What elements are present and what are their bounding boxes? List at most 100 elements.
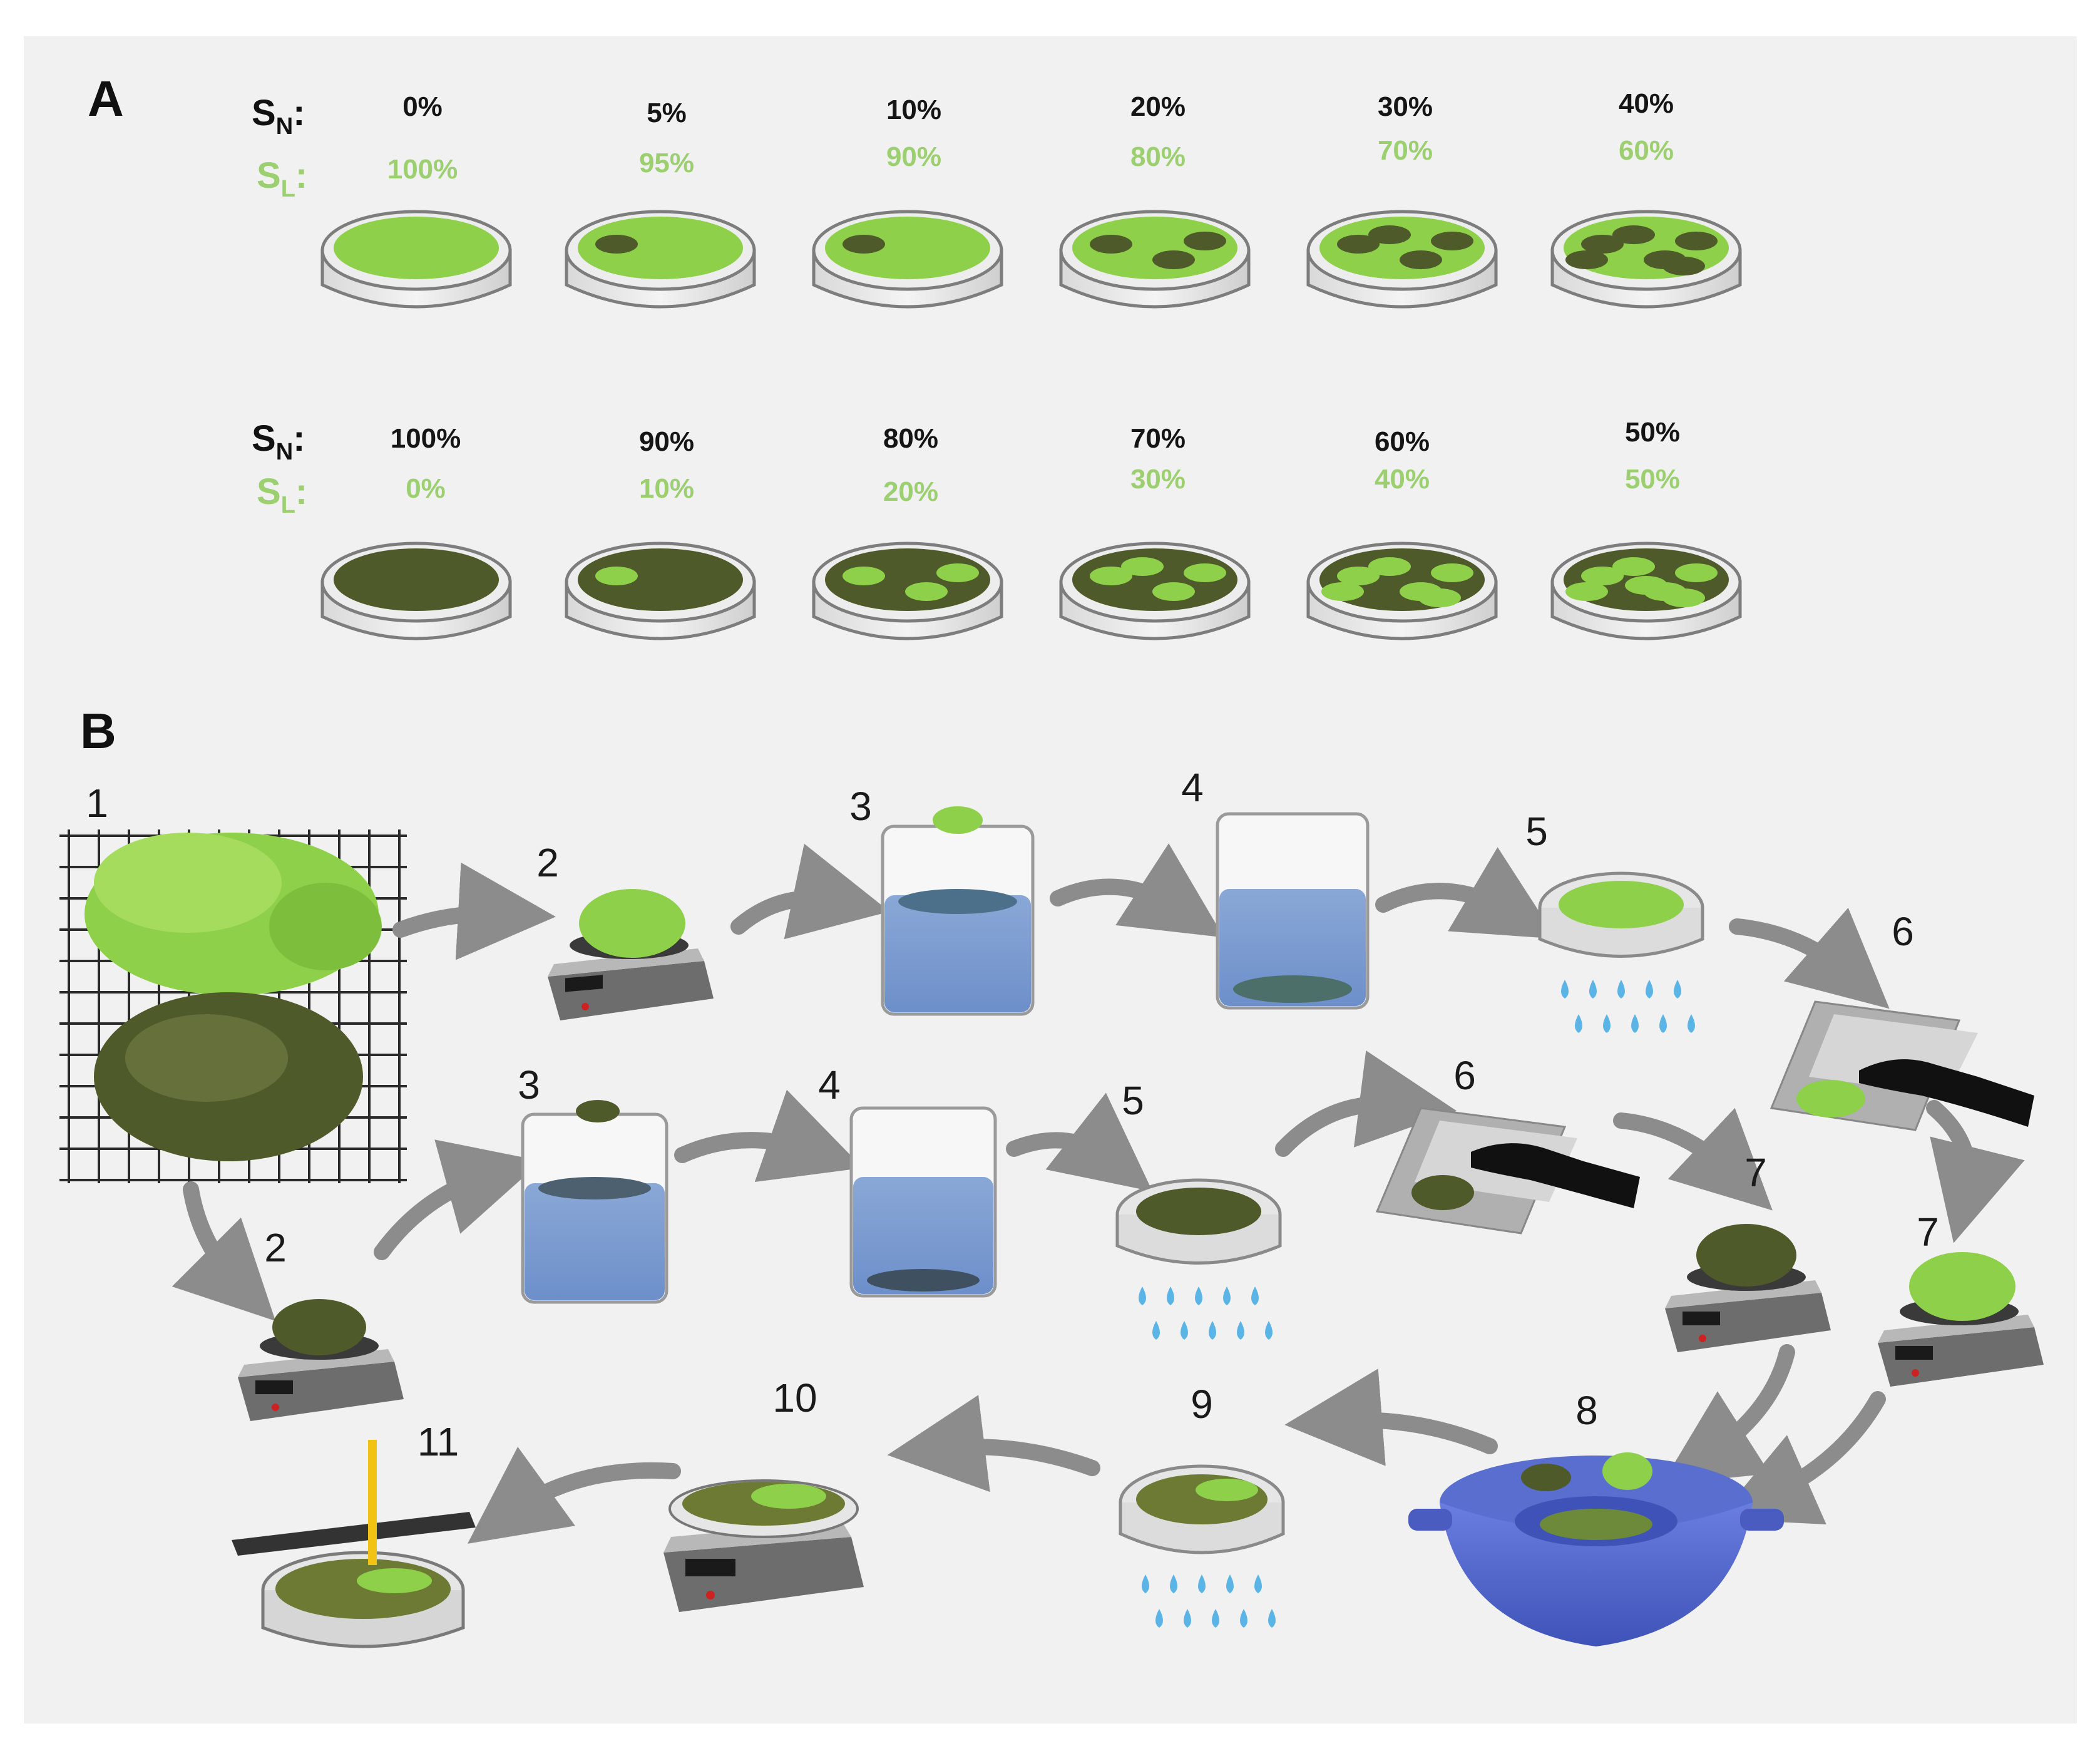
water-icon <box>1219 889 1366 1006</box>
panel-a-label: A <box>88 71 124 126</box>
sn-sub: N <box>276 439 293 465</box>
petri-dish <box>812 542 1003 640</box>
bowl-icon <box>1440 1502 1753 1646</box>
water-drop-icon <box>1209 1321 1216 1340</box>
water-drop-icon <box>1646 980 1653 999</box>
sl-value: 100% <box>387 154 458 185</box>
sn-value: 20% <box>1130 91 1186 122</box>
water-drop-icon <box>1589 980 1597 999</box>
water-drop-icon <box>1603 1014 1611 1033</box>
mixed-moss-icon <box>1540 1509 1652 1540</box>
sl-value: 80% <box>1130 141 1186 172</box>
step-number: 7 <box>1744 1150 1767 1195</box>
light-moss-icon <box>1559 881 1684 928</box>
water-drop-icon <box>1617 980 1625 999</box>
petri-dish <box>1306 210 1498 309</box>
dark-moss-patch <box>1431 232 1473 250</box>
sl-value: 95% <box>639 148 694 178</box>
petri-dish <box>1306 542 1498 640</box>
light-moss-patch <box>1152 582 1195 601</box>
water-drop-icon <box>1181 1321 1188 1340</box>
light-moss-icon <box>1909 1252 2015 1321</box>
dark-moss-patch <box>1581 235 1624 254</box>
sl-sub: L <box>281 492 295 518</box>
sn-value: 90% <box>639 426 694 457</box>
scale-body-icon <box>238 1362 404 1421</box>
arrow-2-to-3-bottom <box>374 1139 542 1260</box>
petri-dish <box>320 210 512 309</box>
scale-display-icon <box>255 1380 293 1394</box>
sl-colon: : <box>295 471 307 512</box>
light-moss-icon <box>357 1568 432 1593</box>
sl-value: 10% <box>639 473 694 504</box>
arrow-3-to-4-top <box>1050 843 1224 938</box>
water-drop-icon <box>1254 1574 1262 1593</box>
water-drop-icon <box>1240 1609 1247 1628</box>
water-drop-icon <box>1198 1574 1206 1593</box>
dark-moss-patch <box>1337 235 1380 254</box>
mixed-moss-icon <box>275 1559 451 1619</box>
sn-sub: N <box>276 113 293 140</box>
sn-value: 5% <box>647 98 687 128</box>
arrow-5-to-6-top <box>1729 907 1890 1009</box>
step-number: 4 <box>818 1062 841 1107</box>
water-icon <box>525 1183 665 1300</box>
scale-display-icon <box>1895 1346 1933 1360</box>
sl-main: S <box>257 471 281 512</box>
dark-moss-patch <box>1152 250 1195 269</box>
sl-value: 40% <box>1375 464 1430 495</box>
light-moss-patch <box>1090 567 1132 585</box>
moss-highlight <box>94 833 282 933</box>
scale-button-icon <box>1699 1335 1706 1342</box>
water-drop-icon <box>1659 1014 1667 1033</box>
sn-value: 30% <box>1378 91 1433 122</box>
petri-dish <box>812 210 1003 309</box>
water-drop-icon <box>1561 980 1569 999</box>
light-moss-icon <box>579 889 685 958</box>
light-moss-patch <box>1581 567 1624 585</box>
step-number: 9 <box>1191 1382 1213 1427</box>
sn-value: 80% <box>883 423 938 454</box>
water-drop-icon <box>1139 1286 1146 1305</box>
sn-value: 40% <box>1619 88 1674 119</box>
light-moss-patch <box>1418 588 1461 607</box>
water-drop-icon <box>1226 1574 1234 1593</box>
water-drop-icon <box>1251 1286 1259 1305</box>
scale-button-icon <box>581 1003 589 1010</box>
water-drop-icon <box>1167 1286 1174 1305</box>
scale-step-2-top <box>548 889 714 1020</box>
light-moss-icon <box>1602 1452 1652 1490</box>
water-icon <box>853 1177 993 1294</box>
sieve-step-9 <box>1119 1464 1285 1554</box>
arrow-9-to-10 <box>887 1395 1100 1492</box>
sn-main: S <box>252 93 276 133</box>
sl-value: 20% <box>883 476 938 507</box>
scale-button-icon <box>706 1591 715 1600</box>
light-moss-icon <box>933 806 983 834</box>
sn-symbol-row2: SN: <box>252 418 305 465</box>
submerged-moss-icon <box>538 1177 651 1199</box>
sl-colon: : <box>295 155 307 196</box>
step-number: 5 <box>1122 1078 1144 1123</box>
arrow-5-to-6-bottom <box>1275 1050 1457 1157</box>
petri-dishes <box>320 210 1742 640</box>
step-number: 11 <box>417 1419 459 1464</box>
petri-dish <box>1059 542 1251 640</box>
step-number: 6 <box>1892 909 1914 954</box>
sn-value: 60% <box>1375 426 1430 457</box>
sn-colon: : <box>293 93 305 133</box>
dark-moss-patch <box>1400 250 1442 269</box>
arrow-4-to-5-top <box>1375 847 1557 939</box>
dark-moss-patch <box>1368 225 1411 244</box>
arrow-1-to-2-top <box>392 862 556 960</box>
dark-moss-icon <box>1136 1188 1261 1235</box>
arrow-6-to-7-left <box>1613 1107 1773 1211</box>
sl-value: 70% <box>1378 135 1433 166</box>
hand-icon <box>1471 1143 1640 1208</box>
water-drop-icon <box>1155 1609 1163 1628</box>
scale-display-icon <box>685 1559 735 1576</box>
water-drop-icon <box>1142 1574 1149 1593</box>
moss-highlight <box>269 883 382 970</box>
sl-symbol-row2: SL: <box>257 471 307 518</box>
water-drop-icon <box>1170 1574 1177 1593</box>
